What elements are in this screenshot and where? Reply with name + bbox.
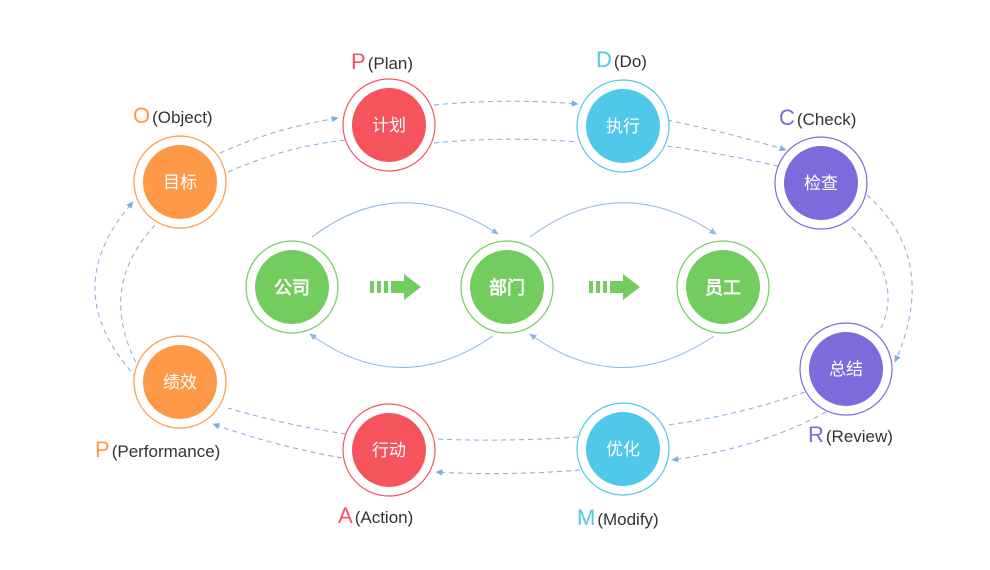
connector-check-review-inner <box>851 226 889 331</box>
caption-action: A(Action) <box>338 505 413 529</box>
caption-check: C(Check) <box>779 107 856 131</box>
node-review: 总结 <box>799 322 893 416</box>
inner-flow-arcs <box>309 202 717 368</box>
connector-objective-plan-inner <box>227 139 349 173</box>
caption-modify-letter: M <box>577 505 596 530</box>
connector-review-modify-inner <box>667 391 806 426</box>
node-department-label: 部门 <box>489 277 525 299</box>
caption-review-letter: R <box>808 422 824 447</box>
block-arrow-company-department <box>370 274 421 300</box>
outer-ring-arrows <box>94 100 913 476</box>
arrow-plan-to-do <box>433 100 579 107</box>
arrow-check-to-review <box>866 194 913 363</box>
node-review-label: 总结 <box>829 360 863 380</box>
arrow-review-to-modify <box>671 411 827 463</box>
node-plan: 计划 <box>342 78 436 172</box>
node-do: 执行 <box>576 79 670 173</box>
caption-objective-text: (Object) <box>152 108 213 127</box>
node-check-label: 检查 <box>804 174 838 194</box>
caption-objective: O(Object) <box>133 105 213 129</box>
connector-plan-do-inner <box>433 138 579 144</box>
arc-employee-to-department <box>529 333 715 368</box>
arc-department-to-company <box>309 333 494 368</box>
node-objective-label: 目标 <box>163 173 197 193</box>
caption-performance-letter: P <box>95 437 110 462</box>
block-arrow-department-employee <box>589 274 640 300</box>
node-department: 部门 <box>460 240 554 334</box>
connector-modify-action-inner <box>433 436 579 441</box>
caption-do-text: (Do) <box>613 52 647 71</box>
node-objective: 目标 <box>133 135 227 229</box>
node-action-label: 行动 <box>372 441 406 461</box>
node-check: 检查 <box>774 136 868 230</box>
caption-do-letter: D <box>596 47 612 72</box>
caption-performance: P(Performance) <box>95 439 220 463</box>
caption-performance-text: (Performance) <box>111 442 221 461</box>
caption-action-letter: A <box>338 503 353 528</box>
caption-review: R(Review) <box>808 424 893 448</box>
caption-modify-text: (Modify) <box>597 510 659 529</box>
caption-check-letter: C <box>779 105 795 130</box>
node-do-label: 执行 <box>606 117 640 137</box>
caption-review-text: (Review) <box>825 427 893 446</box>
arc-company-to-department <box>311 202 499 238</box>
node-employee: 员工 <box>676 240 770 334</box>
node-company-label: 公司 <box>274 278 310 299</box>
node-performance-label: 绩效 <box>163 373 197 393</box>
node-modify-label: 优化 <box>606 440 640 460</box>
caption-modify: M(Modify) <box>577 507 659 531</box>
caption-do: D(Do) <box>596 49 647 73</box>
connector-do-check-inner <box>666 145 779 167</box>
caption-plan-text: (Plan) <box>367 54 414 73</box>
arrow-modify-to-action <box>435 469 581 476</box>
node-action: 行动 <box>342 403 436 497</box>
arc-department-to-employee <box>529 202 717 238</box>
node-employee-label: 员工 <box>705 278 741 299</box>
outer-ring-connectors <box>120 138 889 441</box>
node-performance: 绩效 <box>133 335 227 429</box>
arrow-do-to-check <box>666 119 787 152</box>
caption-plan: P(Plan) <box>351 51 413 75</box>
arrow-action-to-performance <box>212 423 343 459</box>
node-plan-label: 计划 <box>372 116 406 136</box>
node-modify: 优化 <box>576 402 670 496</box>
caption-objective-letter: O <box>133 103 151 128</box>
caption-check-text: (Check) <box>796 110 857 129</box>
connector-action-performance-inner <box>227 407 347 435</box>
node-company: 公司 <box>245 240 339 334</box>
arrow-objective-to-plan <box>219 115 339 154</box>
caption-action-text: (Action) <box>354 508 414 527</box>
arrow-performance-to-objective <box>94 201 138 379</box>
caption-plan-letter: P <box>351 49 366 74</box>
connector-performance-objective-inner <box>120 224 156 371</box>
